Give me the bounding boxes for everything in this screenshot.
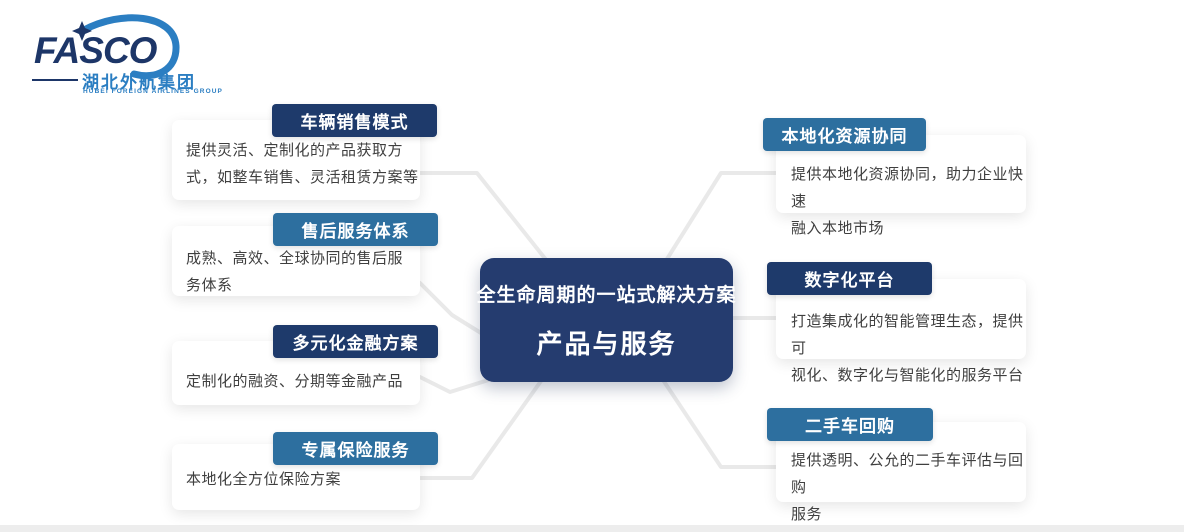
connector-local-resources bbox=[665, 171, 782, 261]
branch-body-finance: 定制化的融资、分期等金融产品 bbox=[186, 373, 404, 390]
connector-finance bbox=[418, 375, 497, 394]
branch-body-used-car: 提供透明、公允的二手车评估与回购 服务 bbox=[791, 452, 1024, 523]
center-node: 全生命周期的一站式解决方案 产品与服务 bbox=[477, 258, 736, 382]
logo-brand-text: FASCO bbox=[34, 30, 157, 71]
bottom-divider-strip bbox=[0, 525, 1184, 532]
connector-vehicle-sales bbox=[418, 171, 549, 263]
branch-body-insurance: 本地化全方位保险方案 bbox=[186, 471, 342, 488]
branch-body-local-resources: 提供本地化资源协同，助力企业快速 融入本地市场 bbox=[791, 166, 1024, 237]
connector-after-sales bbox=[418, 281, 483, 335]
branch-body-digital-platform: 打造集成化的智能管理生态，提供可 视化、数字化与智能化的服务平台 bbox=[791, 313, 1024, 384]
branch-header-local-resources: 本地化资源协同 bbox=[763, 118, 926, 151]
branch-body-after-sales: 成熟、高效、全球协同的售后服 务体系 bbox=[186, 250, 404, 294]
branch-header-vehicle-sales: 车辆销售模式 bbox=[272, 104, 437, 137]
logo-swoosh-icon bbox=[72, 14, 180, 80]
connector-used-car bbox=[661, 378, 783, 469]
branch-header-insurance: 专属保险服务 bbox=[273, 432, 438, 465]
center-subtitle: 全生命周期的一站式解决方案 bbox=[476, 284, 737, 306]
branch-header-finance: 多元化金融方案 bbox=[273, 325, 438, 358]
center-title: 产品与服务 bbox=[536, 328, 677, 359]
branch-body-vehicle-sales: 提供灵活、定制化的产品获取方 式，如整车销售、灵活租赁方案等 bbox=[186, 142, 419, 186]
branch-header-digital-platform: 数字化平台 bbox=[767, 262, 932, 295]
fasco-logo: FASCO 湖北外航集团 HUBEI FOREIGN AIRLINES GROU… bbox=[26, 8, 222, 100]
logo-english-name: HUBEI FOREIGN AIRLINES GROUP bbox=[83, 88, 223, 95]
logo-divider-line bbox=[32, 79, 78, 81]
branch-header-used-car: 二手车回购 bbox=[767, 408, 933, 441]
connector-insurance bbox=[416, 379, 543, 480]
logo-chinese-name: 湖北外航集团 bbox=[82, 73, 196, 92]
branch-header-after-sales: 售后服务体系 bbox=[273, 213, 438, 246]
